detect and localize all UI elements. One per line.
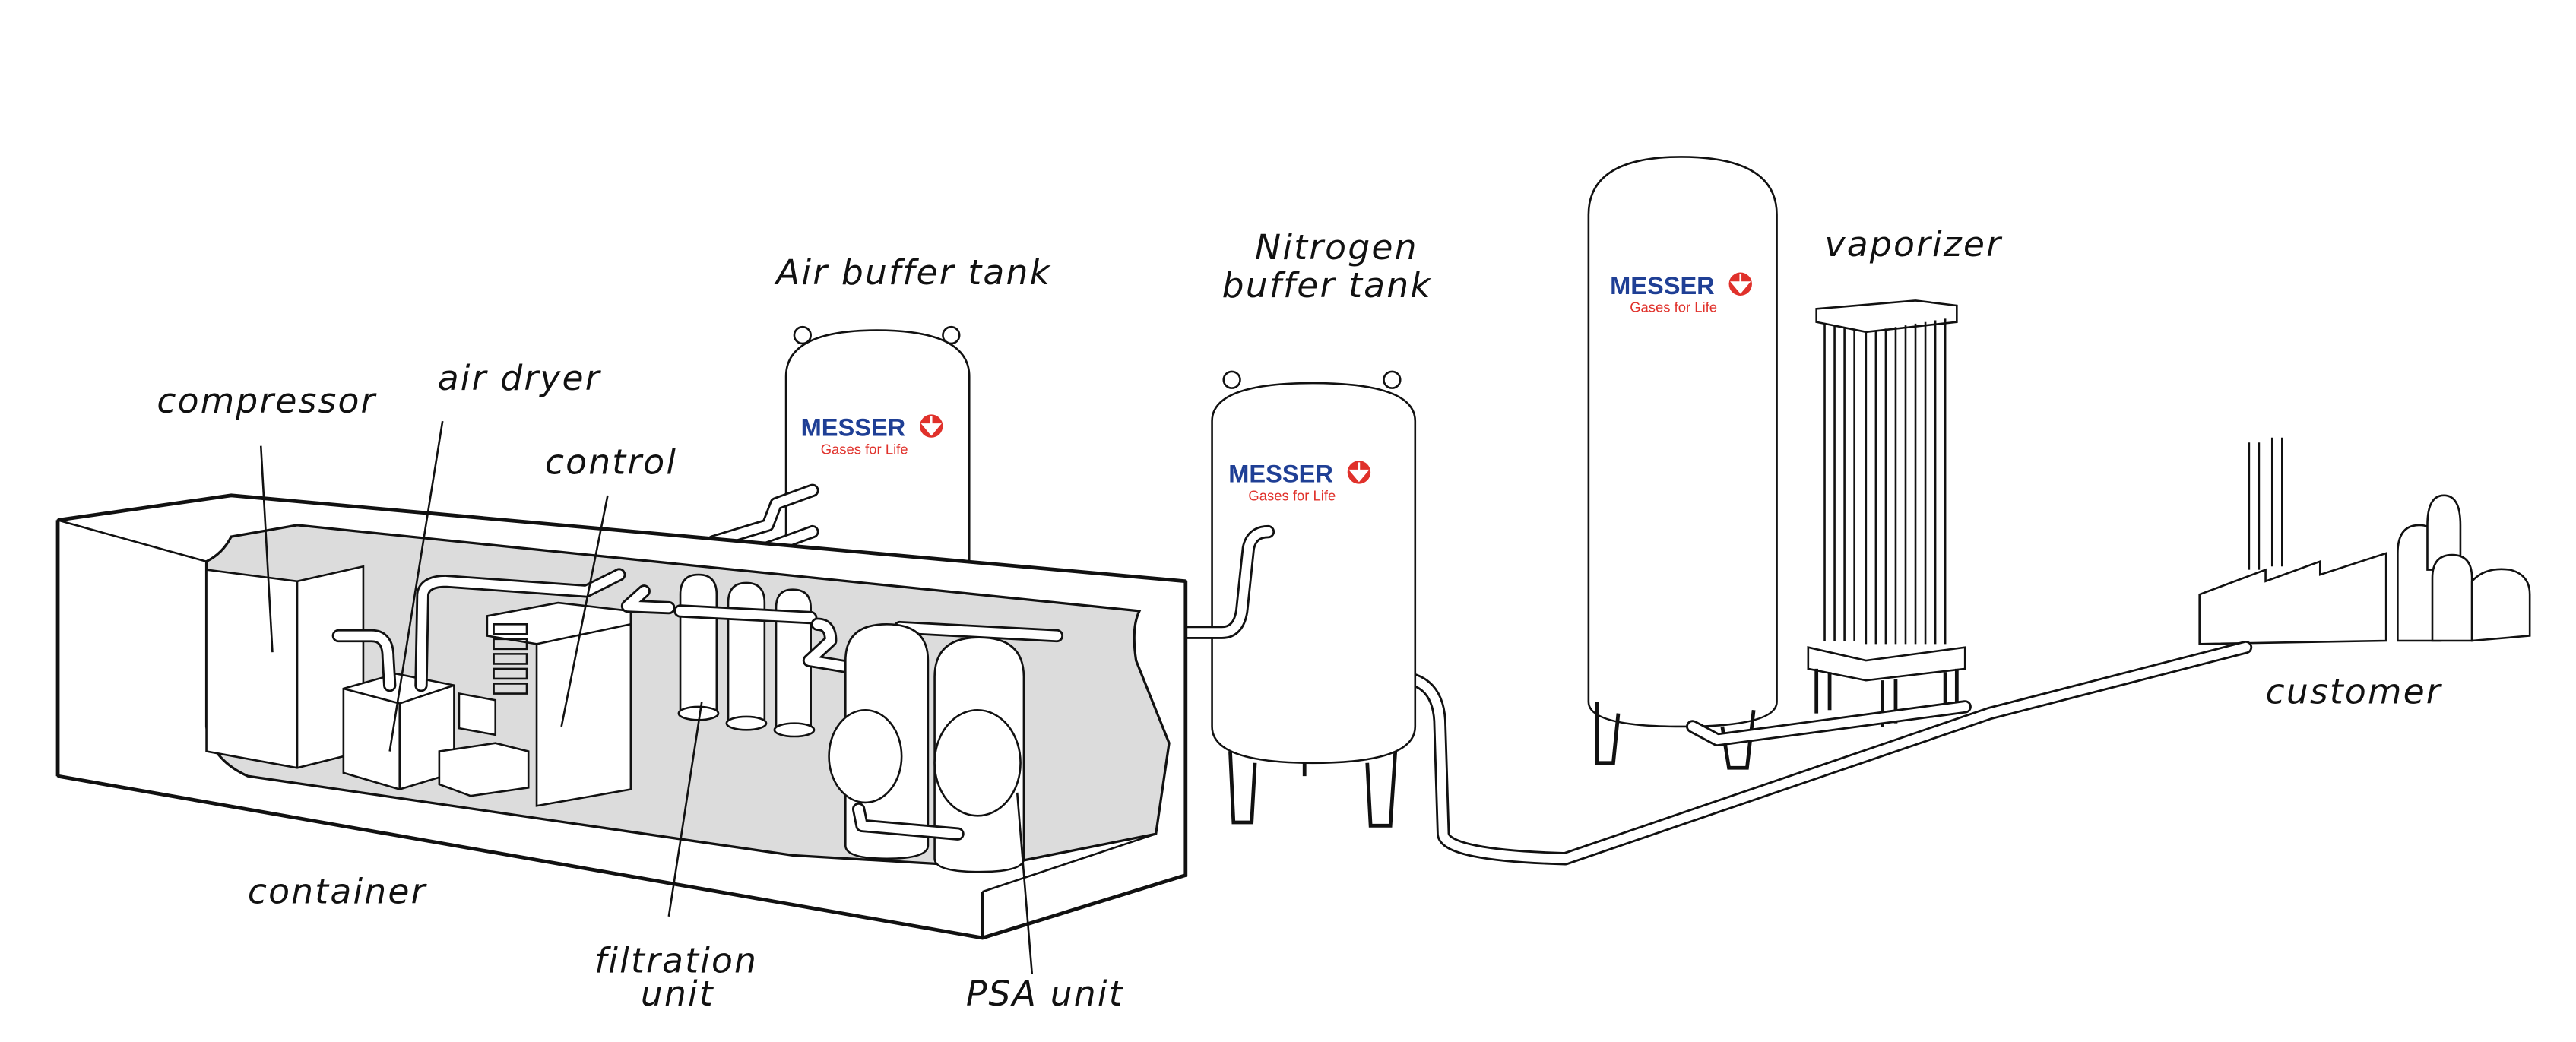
label-psa-unit: PSA unit	[966, 974, 1124, 1014]
label-compressor: compressor	[157, 381, 377, 421]
label-container: container	[248, 871, 428, 911]
label-air-buffer-tank: Air buffer tank	[774, 252, 1051, 293]
nitrogen-buffer-tank	[1129, 370, 1417, 828]
label-nitrogen: Nitrogen	[1255, 227, 1418, 268]
filtration-unit	[673, 573, 818, 738]
customer-factory	[2198, 437, 2531, 645]
liquid-nitrogen-tank	[1587, 156, 1778, 770]
container	[55, 493, 1188, 940]
pipeline	[1389, 641, 2253, 866]
psa-unit	[802, 617, 1064, 873]
label-buffer-tank: buffer tank	[1222, 265, 1432, 306]
label-air-dryer: air dryer	[438, 358, 602, 398]
label-vaporizer: vaporizer	[1825, 224, 2004, 264]
label-filtration: filtration	[594, 941, 758, 981]
leader-lines	[259, 420, 1034, 974]
label-control: control	[545, 442, 677, 483]
vaporizer	[1807, 299, 1966, 727]
label-filtration-unit: unit	[641, 974, 714, 1014]
air-buffer-tank	[706, 325, 971, 571]
label-customer: customer	[2266, 672, 2443, 712]
